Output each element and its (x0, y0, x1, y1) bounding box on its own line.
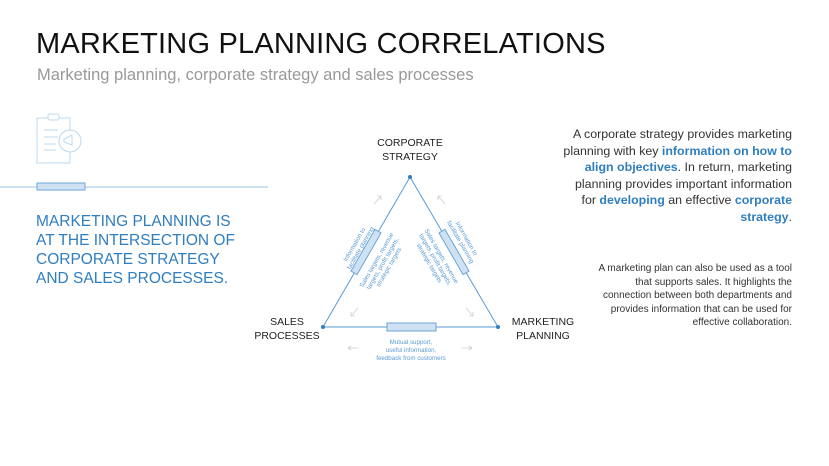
bottom-edge-bar (386, 322, 437, 332)
text: . In return, marketing planning provides… (575, 160, 792, 207)
arrow-icon (373, 195, 382, 205)
label-line: STRATEGY (382, 151, 438, 163)
key-statement: MARKETING PLANNING IS AT THE INTERSECTIO… (36, 213, 235, 287)
vertex-label-corporate-strategy: CORPORATE STRATEGY (360, 136, 460, 164)
highlight: developing (599, 193, 665, 207)
label-line: SALES (270, 316, 304, 328)
page-subtitle: Marketing planning, corporate strategy a… (37, 66, 474, 84)
vertex-right (496, 325, 500, 329)
clipboard-megaphone-icon (36, 113, 82, 164)
divider-bar (36, 182, 86, 191)
arrow-icon (350, 307, 359, 317)
text: . (788, 209, 792, 224)
left-edge-bar (350, 228, 382, 276)
paragraph-corporate-strategy: A corporate strategy provides marketing … (560, 126, 792, 225)
text: A corporate strategy provides marketing … (563, 127, 792, 158)
vertex-label-sales-processes: SALES PROCESSES (252, 315, 322, 343)
page-title: MARKETING PLANNING CORRELATIONS (36, 28, 606, 60)
label-line: PROCESSES (254, 330, 320, 342)
arrow-icon (462, 345, 473, 351)
vertex-label-marketing-planning: MARKETING PLANNING (505, 315, 581, 343)
bottom-text: useful information, (386, 347, 437, 354)
label-line: CORPORATE (377, 137, 443, 149)
bottom-text: Mutual support, (390, 339, 433, 346)
arrow-icon (347, 345, 358, 351)
text: an effective (664, 193, 735, 207)
highlight: information on how to align objectives (584, 143, 792, 175)
arrow-icon (437, 195, 446, 205)
paragraph-marketing-plan: A marketing plan can also be used as a t… (598, 263, 792, 328)
right-edge-bar (438, 228, 470, 276)
highlight: corporate strategy (734, 193, 792, 224)
label-line: MARKETING (511, 316, 575, 328)
bottom-text: feedback from customers (376, 355, 445, 362)
vertex-left (321, 325, 325, 329)
arrows (347, 195, 474, 351)
label-line: PLANNING (516, 330, 570, 342)
vertex-top (408, 175, 412, 179)
arrow-icon (465, 307, 474, 317)
